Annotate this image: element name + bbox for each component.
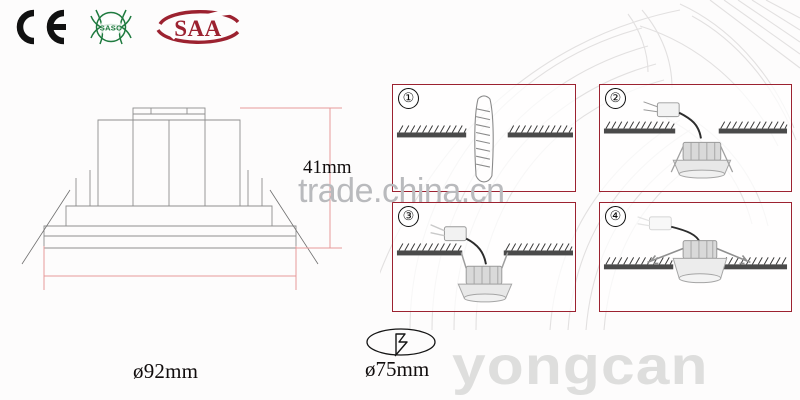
technical-drawing: ø92mm <box>0 78 360 383</box>
step-panel-3: ③ <box>392 202 576 312</box>
ce-mark-icon <box>16 9 66 45</box>
dimension-label-cutout: ø75mm <box>365 357 430 381</box>
cross-section-svg <box>21 107 342 290</box>
step-number-2: ② <box>605 88 626 109</box>
installation-steps: ① <box>392 84 792 316</box>
svg-text:SASO: SASO <box>100 24 122 33</box>
certification-logos: SASO SAA <box>8 4 244 50</box>
step-number-3: ③ <box>398 206 419 227</box>
saa-mark-icon: SAA <box>156 9 240 44</box>
dimension-label-height: 41mm <box>303 157 352 178</box>
step-number-1: ① <box>398 88 419 109</box>
step-number-4: ④ <box>605 206 626 227</box>
step-1-illustration <box>396 95 573 183</box>
dimension-label-diameter: ø92mm <box>133 359 199 383</box>
svg-text:SAA: SAA <box>174 16 222 41</box>
step-panel-2: ② <box>599 84 792 192</box>
ceiling-cutout-icon <box>366 328 436 357</box>
step-panel-1: ① <box>392 84 576 192</box>
step-2-illustration <box>603 101 788 179</box>
step-3-illustration <box>396 224 574 303</box>
step-4-illustration <box>603 216 788 284</box>
step-panel-4: ④ <box>599 202 792 312</box>
saso-mark-icon: SASO <box>90 9 132 45</box>
brand-wordmark: yongcan <box>452 336 709 396</box>
